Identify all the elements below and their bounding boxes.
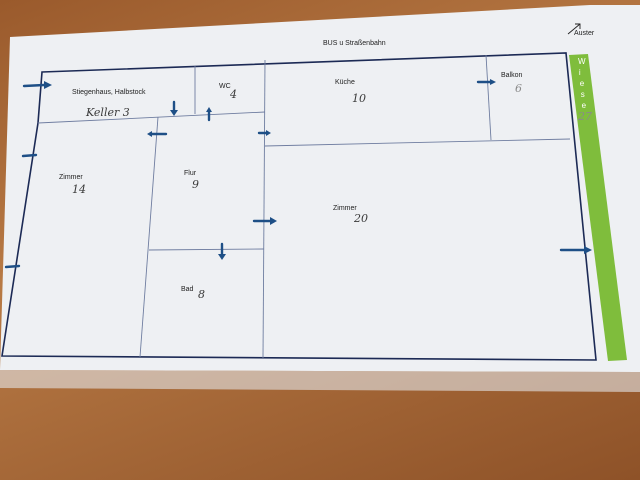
hall-handwritten: 9 — [192, 178, 199, 191]
room-left-label: Zimmer — [59, 174, 83, 181]
balcony-arrow-icon — [476, 79, 496, 85]
balcony-label: Balkon — [501, 72, 523, 79]
window-mark-left-lower — [4, 264, 21, 269]
hall-label: Flur — [184, 170, 197, 177]
room-right-label: Zimmer — [333, 205, 357, 212]
kitchen-arrow-icon — [257, 130, 271, 136]
wc-handwritten: 4 — [229, 88, 237, 101]
door-markers — [4, 79, 592, 269]
bath-handwritten: 8 — [198, 288, 205, 301]
room-left-handwritten: 14 — [72, 183, 86, 196]
arrow-up-right-icon — [567, 23, 581, 35]
window-mark-left-upper — [21, 153, 38, 158]
balcony-handwritten: 6 — [515, 82, 522, 95]
paper-sheet — [0, 5, 640, 372]
cellar-handwritten: Keller 3 — [85, 106, 130, 119]
meadow-strip — [569, 54, 627, 361]
meadow-handwritten: 27 — [577, 110, 592, 123]
kitchen-label: Küche — [335, 79, 355, 86]
room-right-arrow-icon — [252, 217, 277, 225]
wc-label: WC — [219, 83, 231, 90]
outer-wall — [1, 52, 597, 361]
room-left-arrow-icon — [147, 131, 168, 137]
bath-down-arrow-icon — [218, 242, 226, 260]
entrance-arrow-icon — [22, 81, 52, 89]
meadow-arrow-icon — [559, 246, 592, 254]
kitchen-handwritten: 10 — [352, 92, 366, 105]
wc-up-arrow-icon — [206, 107, 212, 122]
stairwell-down-arrow-icon — [170, 100, 178, 116]
transport-label: BUS u Straßenbahn — [323, 40, 386, 47]
bath-label: Bad — [181, 286, 194, 293]
inner-walls — [37, 54, 571, 359]
exit-label: Auster — [574, 30, 595, 37]
stairwell-label: Stiegenhaus, Halbstock — [72, 89, 146, 96]
paper-shadow — [0, 370, 640, 392]
room-right-handwritten: 20 — [353, 212, 368, 225]
